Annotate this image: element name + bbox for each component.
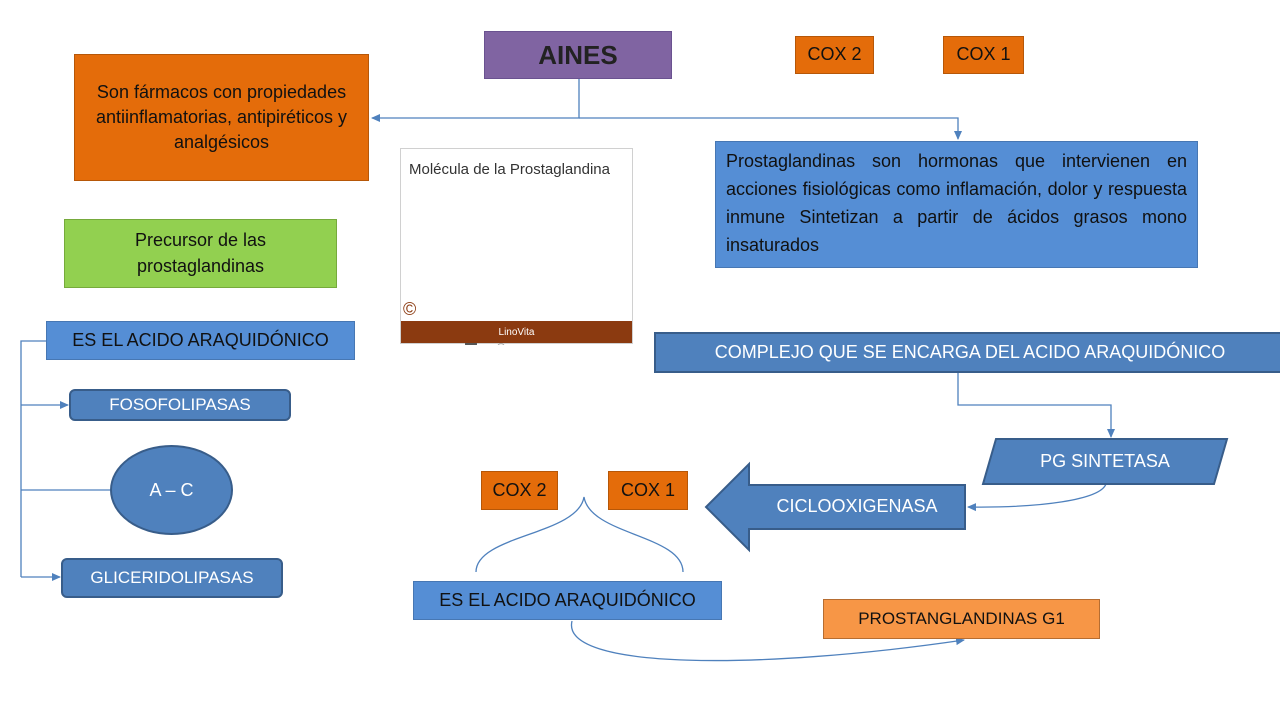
precursor-box: Precursor de las prostaglandinas: [64, 219, 337, 288]
copyright-icon: ©: [403, 299, 417, 319]
ciclooxigenasa-text: CICLOOXIGENASA: [776, 496, 938, 517]
ciclooxigenasa-label: CICLOOXIGENASA: [749, 485, 965, 529]
aines-title-text: AINES: [538, 39, 618, 70]
ciclooxigenasa-arrow: [704, 461, 966, 553]
connector-left-bracket: [20, 340, 46, 577]
complejo-text: COMPLEJO QUE SE ENCARGA DEL ACIDO ARAQUI…: [714, 341, 1226, 362]
molecule-footer: LinoVita: [401, 321, 632, 343]
prostanglandinas-g1-text: PROSTANGLANDINAS G1: [858, 609, 1065, 629]
connector-complejo-pg: [957, 373, 1115, 438]
cox2-bottom-text: COX 2: [492, 479, 547, 500]
acido-left-text: ES EL ACIDO ARAQUIDÓNICO: [72, 329, 329, 350]
ac-ellipse: A – C: [110, 445, 233, 535]
precursor-text: Precursor de las prostaglandinas: [134, 230, 267, 276]
complejo-box: COMPLEJO QUE SE ENCARGA DEL ACIDO ARAQUI…: [654, 332, 1280, 373]
cox1-top-text: COX 1: [956, 44, 1011, 65]
cox2-top-badge: COX 2: [795, 36, 874, 74]
cox2-top-text: COX 2: [807, 44, 862, 65]
molecule-title: Molécula de la Prostaglandina: [409, 161, 610, 178]
cox1-bottom-badge: COX 1: [608, 471, 688, 510]
prostaglandinas-description: Prostaglandinas son hormonas que intervi…: [715, 141, 1198, 268]
cox2-bottom-badge: COX 2: [481, 471, 558, 510]
gliceridolipasas-box: GLICERIDOLIPASAS: [61, 558, 283, 598]
connector-pg-ciclooxigenasa: [967, 483, 1107, 512]
pg-sintetasa-label: PG SINTETASA: [990, 439, 1220, 484]
cox1-bottom-text: COX 1: [620, 479, 676, 500]
molecule-drawing: [457, 325, 505, 345]
connector-aines-definition: [371, 79, 580, 122]
definition-text: Son fármacos con propiedades antiinflama…: [95, 81, 348, 153]
acido-left-box: ES EL ACIDO ARAQUIDÓNICO: [46, 321, 355, 360]
connector-acido-prostanglandinas: [571, 620, 965, 662]
definition-box: Son fármacos con propiedades antiinflama…: [74, 54, 369, 181]
acido-bottom-box: ES EL ACIDO ARAQUIDÓNICO: [413, 581, 722, 620]
ac-text: A – C: [149, 479, 194, 500]
connector-aines-prostaglandinas: [579, 117, 962, 140]
prostaglandin-molecule-image: Molécula de la Prostaglandina © LinoVita: [400, 148, 633, 345]
cox-brace: [475, 496, 684, 573]
cox1-top-badge: COX 1: [943, 36, 1024, 74]
fosofolipasas-box: FOSOFOLIPASAS: [69, 389, 291, 421]
prostaglandinas-description-text: Prostaglandinas son hormonas que intervi…: [726, 151, 1187, 255]
aines-title: AINES: [484, 31, 672, 79]
molecule-footer-logo: LinoVita: [498, 326, 535, 338]
pg-sintetasa-shape: [981, 438, 1229, 485]
pg-sintetasa-text: PG SINTETASA: [1040, 450, 1170, 471]
fosofolipasas-text: FOSOFOLIPASAS: [109, 395, 251, 415]
prostanglandinas-g1-box: PROSTANGLANDINAS G1: [823, 599, 1100, 639]
acido-bottom-text: ES EL ACIDO ARAQUIDÓNICO: [439, 589, 696, 610]
gliceridolipasas-text: GLICERIDOLIPASAS: [90, 568, 254, 588]
